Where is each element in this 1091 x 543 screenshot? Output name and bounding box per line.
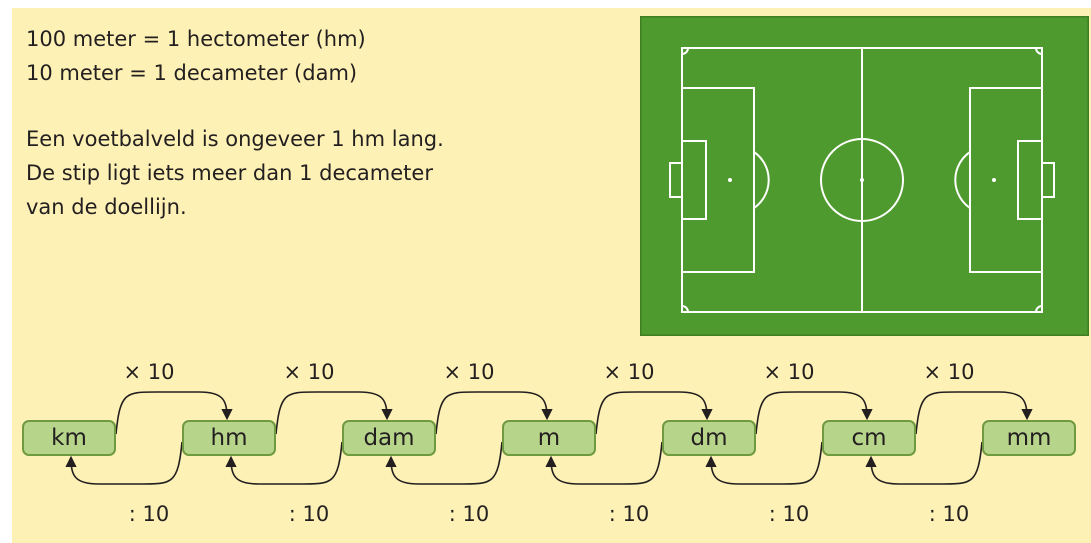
right-goal	[1041, 162, 1055, 198]
corner-arc	[681, 47, 689, 55]
explanation-line-3: van de doellijn.	[26, 195, 187, 219]
divide-arrow	[545, 441, 663, 485]
intro-line-2: 10 meter = 1 decameter (dam)	[26, 61, 358, 85]
multiply-label: × 10	[923, 360, 975, 384]
unit-box-dm: dm	[662, 420, 756, 456]
corner-arc	[681, 305, 689, 313]
divide-arrow	[865, 441, 983, 485]
lesson-panel: 100 meter = 1 hectometer (hm) 10 meter =…	[12, 8, 1091, 543]
divide-arrow	[705, 441, 823, 485]
divide-label: : 10	[128, 502, 170, 526]
divide-arrow	[225, 441, 343, 485]
multiply-arrow	[275, 391, 393, 435]
multiply-arrow	[115, 391, 233, 435]
right-penalty-spot	[992, 178, 996, 182]
divide-arrow	[65, 441, 183, 485]
multiply-label: × 10	[283, 360, 335, 384]
multiply-label: × 10	[763, 360, 815, 384]
multiply-label: × 10	[443, 360, 495, 384]
text-block: 100 meter = 1 hectometer (hm) 10 meter =…	[26, 22, 444, 224]
center-circle	[820, 138, 904, 222]
corner-arc	[1035, 305, 1043, 313]
unit-box-hm: hm	[182, 420, 276, 456]
divide-label: : 10	[928, 502, 970, 526]
multiply-arrow	[595, 391, 713, 435]
multiply-arrow	[755, 391, 873, 435]
right-penalty-arc	[954, 151, 971, 209]
unit-box-mm: mm	[982, 420, 1076, 456]
divide-label: : 10	[288, 502, 330, 526]
intro-line-1: 100 meter = 1 hectometer (hm)	[26, 27, 366, 51]
multiply-arrow	[915, 391, 1033, 435]
left-penalty-arc	[753, 151, 770, 209]
unit-box-m: m	[502, 420, 596, 456]
unit-box-km: km	[22, 420, 116, 456]
divide-label: : 10	[608, 502, 650, 526]
unit-box-cm: cm	[822, 420, 916, 456]
divide-label: : 10	[768, 502, 810, 526]
multiply-label: × 10	[123, 360, 175, 384]
explanation-line-2: De stip ligt iets meer dan 1 decameter	[26, 161, 433, 185]
explanation-line-1: Een voetbalveld is ongeveer 1 hm lang.	[26, 127, 444, 151]
divide-arrow	[385, 441, 503, 485]
left-penalty-spot	[728, 178, 732, 182]
center-spot	[860, 178, 864, 182]
multiply-arrow	[435, 391, 553, 435]
divide-label: : 10	[448, 502, 490, 526]
soccer-field-illustration	[640, 16, 1089, 336]
corner-arc	[1035, 47, 1043, 55]
left-goal	[669, 162, 683, 198]
unit-arrows	[65, 391, 1033, 485]
multiply-label: × 10	[603, 360, 655, 384]
unit-box-dam: dam	[342, 420, 436, 456]
